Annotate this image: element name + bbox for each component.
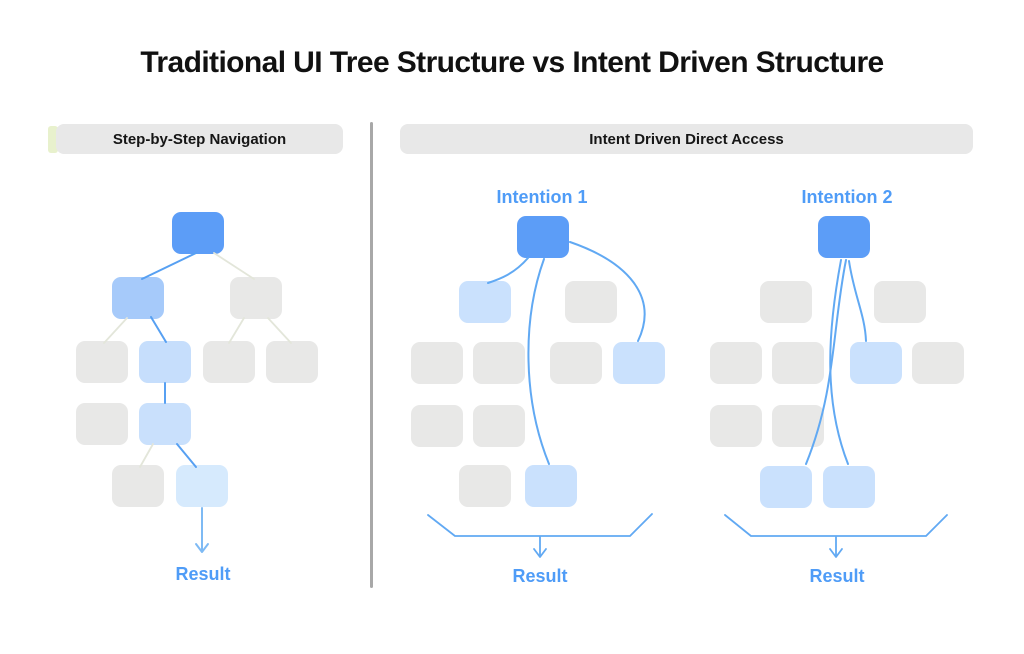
intention2-label: Intention 2 <box>801 187 893 207</box>
left-tree-path-node-l2 <box>112 277 164 319</box>
intention2-node <box>874 281 926 323</box>
left-result-label: Result <box>175 564 231 584</box>
intention1-node <box>565 281 617 323</box>
left-tree-path-node-l3 <box>139 341 191 383</box>
left-tree-node <box>112 465 164 507</box>
intention2-node <box>710 342 762 384</box>
intention1-node <box>459 465 511 507</box>
intention1-node <box>473 405 525 447</box>
intention2-node <box>710 405 762 447</box>
left-tree-path-node-l4 <box>139 403 191 445</box>
intention2-node <box>772 342 824 384</box>
intention2-target-node <box>823 466 875 508</box>
intention2-result-label: Result <box>809 566 865 586</box>
intention2-target-node <box>760 466 812 508</box>
intention1-label: Intention 1 <box>496 187 588 207</box>
right-panel-header: Intent Driven Direct Access <box>400 124 973 154</box>
intention1-root-node <box>517 216 569 258</box>
left-tree-path-node-l5 <box>176 465 228 507</box>
intention1-target-node <box>613 342 665 384</box>
intention2-node <box>912 342 964 384</box>
left-panel-header: Step-by-Step Navigation <box>56 124 343 154</box>
intention2-funnel-bracket <box>724 514 948 558</box>
intention1-node <box>411 405 463 447</box>
intention1-target-node <box>459 281 511 323</box>
page-title: Traditional UI Tree Structure vs Intent … <box>140 46 884 79</box>
left-tree-root-node <box>172 212 224 254</box>
left-tree-node <box>203 341 255 383</box>
intention1-funnel-bracket <box>427 513 653 558</box>
left-tree-node <box>230 277 282 319</box>
header-accent <box>48 126 58 153</box>
left-result-arrow <box>195 507 209 553</box>
intention2-node <box>772 405 824 447</box>
intention1-result-label: Result <box>512 566 568 586</box>
intention2-target-node <box>850 342 902 384</box>
panel-divider <box>370 122 373 588</box>
intention1-target-node <box>525 465 577 507</box>
intention2-root-node <box>818 216 870 258</box>
intention1-node <box>473 342 525 384</box>
intention1-node <box>411 342 463 384</box>
left-tree-node <box>76 403 128 445</box>
left-tree-node <box>76 341 128 383</box>
left-tree-node <box>266 341 318 383</box>
intention2-node <box>760 281 812 323</box>
intention1-node <box>550 342 602 384</box>
